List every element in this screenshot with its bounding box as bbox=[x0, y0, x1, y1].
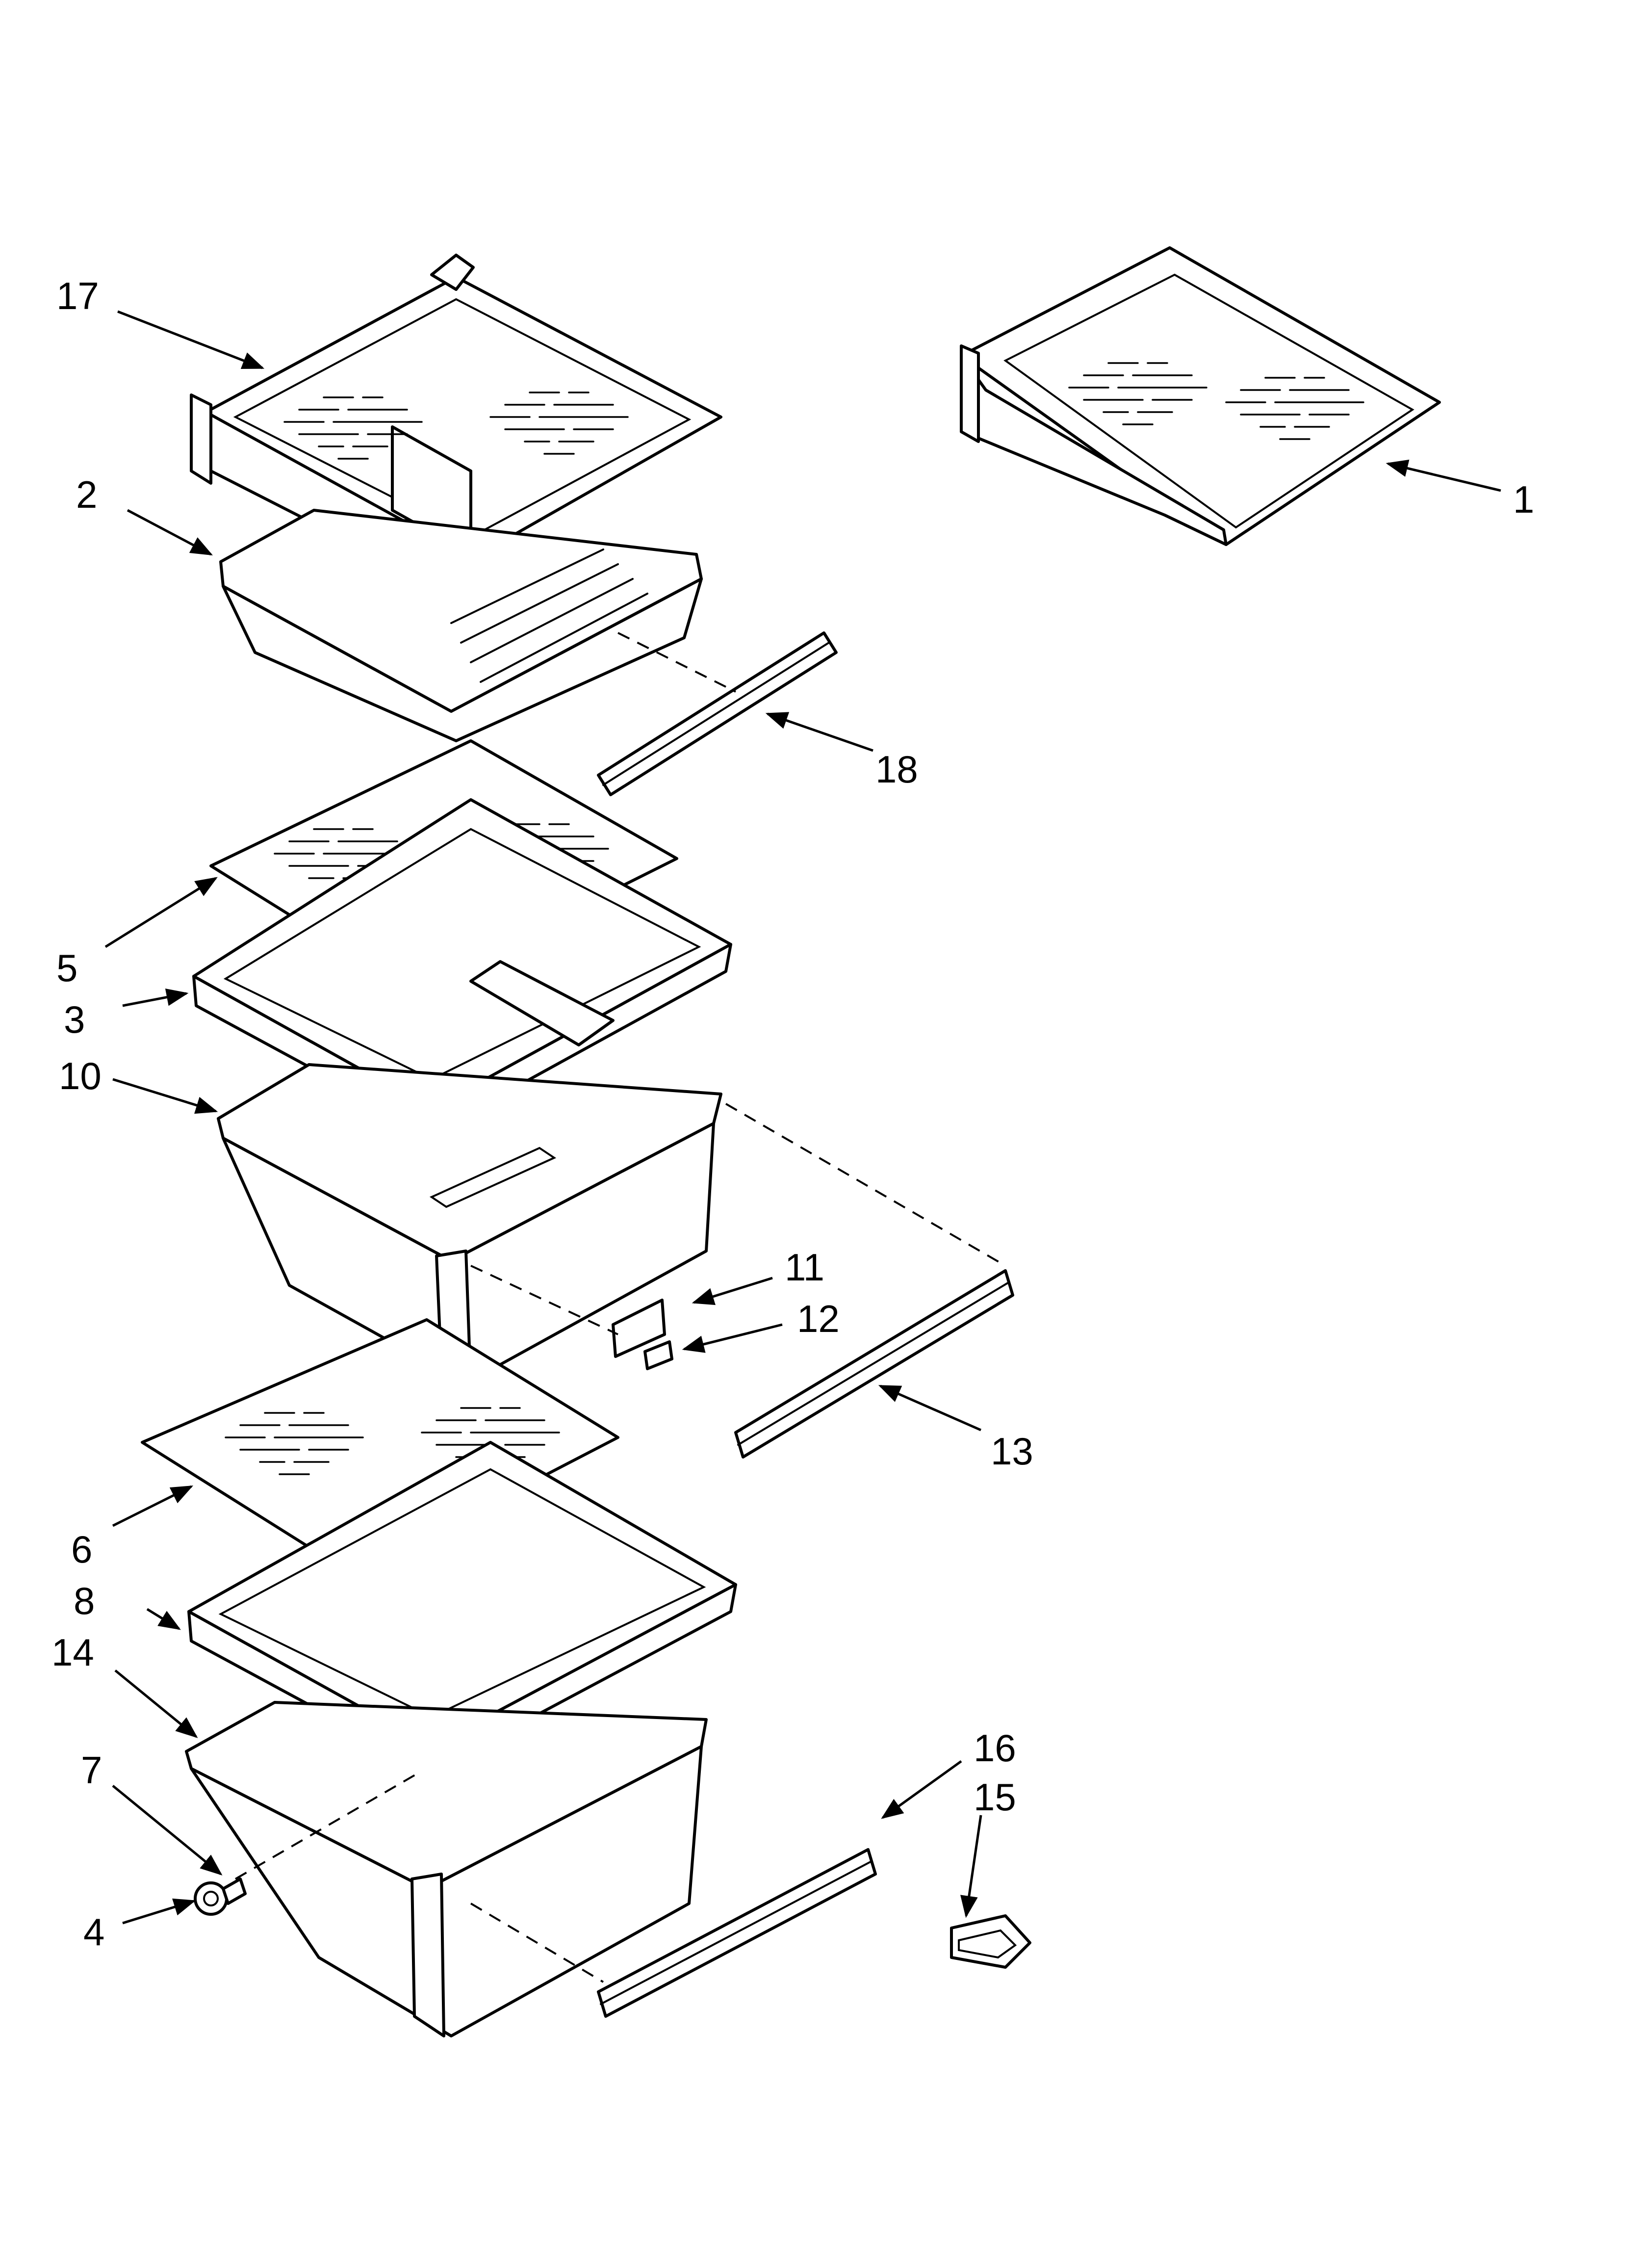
callout-labels: 1 2 3 4 5 6 7 8 10 11 12 13 14 15 16 17 … bbox=[51, 274, 1534, 1954]
leader-arrows bbox=[104, 310, 1501, 1925]
callout-7: 7 bbox=[81, 1748, 102, 1792]
callout-3: 3 bbox=[64, 998, 85, 1041]
callout-13: 13 bbox=[991, 1430, 1033, 1473]
trim-part-13 bbox=[734, 1269, 1014, 1459]
callout-4: 4 bbox=[83, 1910, 104, 1954]
callout-11: 11 bbox=[785, 1246, 824, 1289]
callout-18: 18 bbox=[875, 748, 918, 791]
callout-6: 6 bbox=[71, 1528, 92, 1571]
callout-17: 17 bbox=[56, 274, 99, 317]
callout-2: 2 bbox=[76, 473, 97, 516]
callout-8: 8 bbox=[74, 1579, 95, 1622]
shelf-glass-part-1 bbox=[960, 246, 1441, 546]
glass-cover-part-6 bbox=[141, 1318, 619, 1576]
assembly-lines bbox=[234, 632, 1006, 1983]
clip-part-12 bbox=[643, 1340, 673, 1370]
clip-part-11 bbox=[612, 1299, 666, 1358]
bracket-part-15 bbox=[950, 1914, 1031, 1969]
callout-10: 10 bbox=[59, 1054, 102, 1097]
callout-12: 12 bbox=[797, 1297, 840, 1340]
trim-part-16 bbox=[597, 1848, 877, 2018]
callout-1: 1 bbox=[1513, 478, 1534, 521]
pan-part-2 bbox=[219, 509, 703, 742]
knob-part-4 bbox=[194, 1881, 228, 1916]
callout-15: 15 bbox=[974, 1775, 1016, 1819]
callout-5: 5 bbox=[56, 946, 77, 990]
knob-stem-part-7 bbox=[222, 1877, 247, 1905]
trim-part-18 bbox=[597, 631, 838, 796]
callout-14: 14 bbox=[51, 1631, 94, 1674]
callout-16: 16 bbox=[974, 1726, 1016, 1770]
